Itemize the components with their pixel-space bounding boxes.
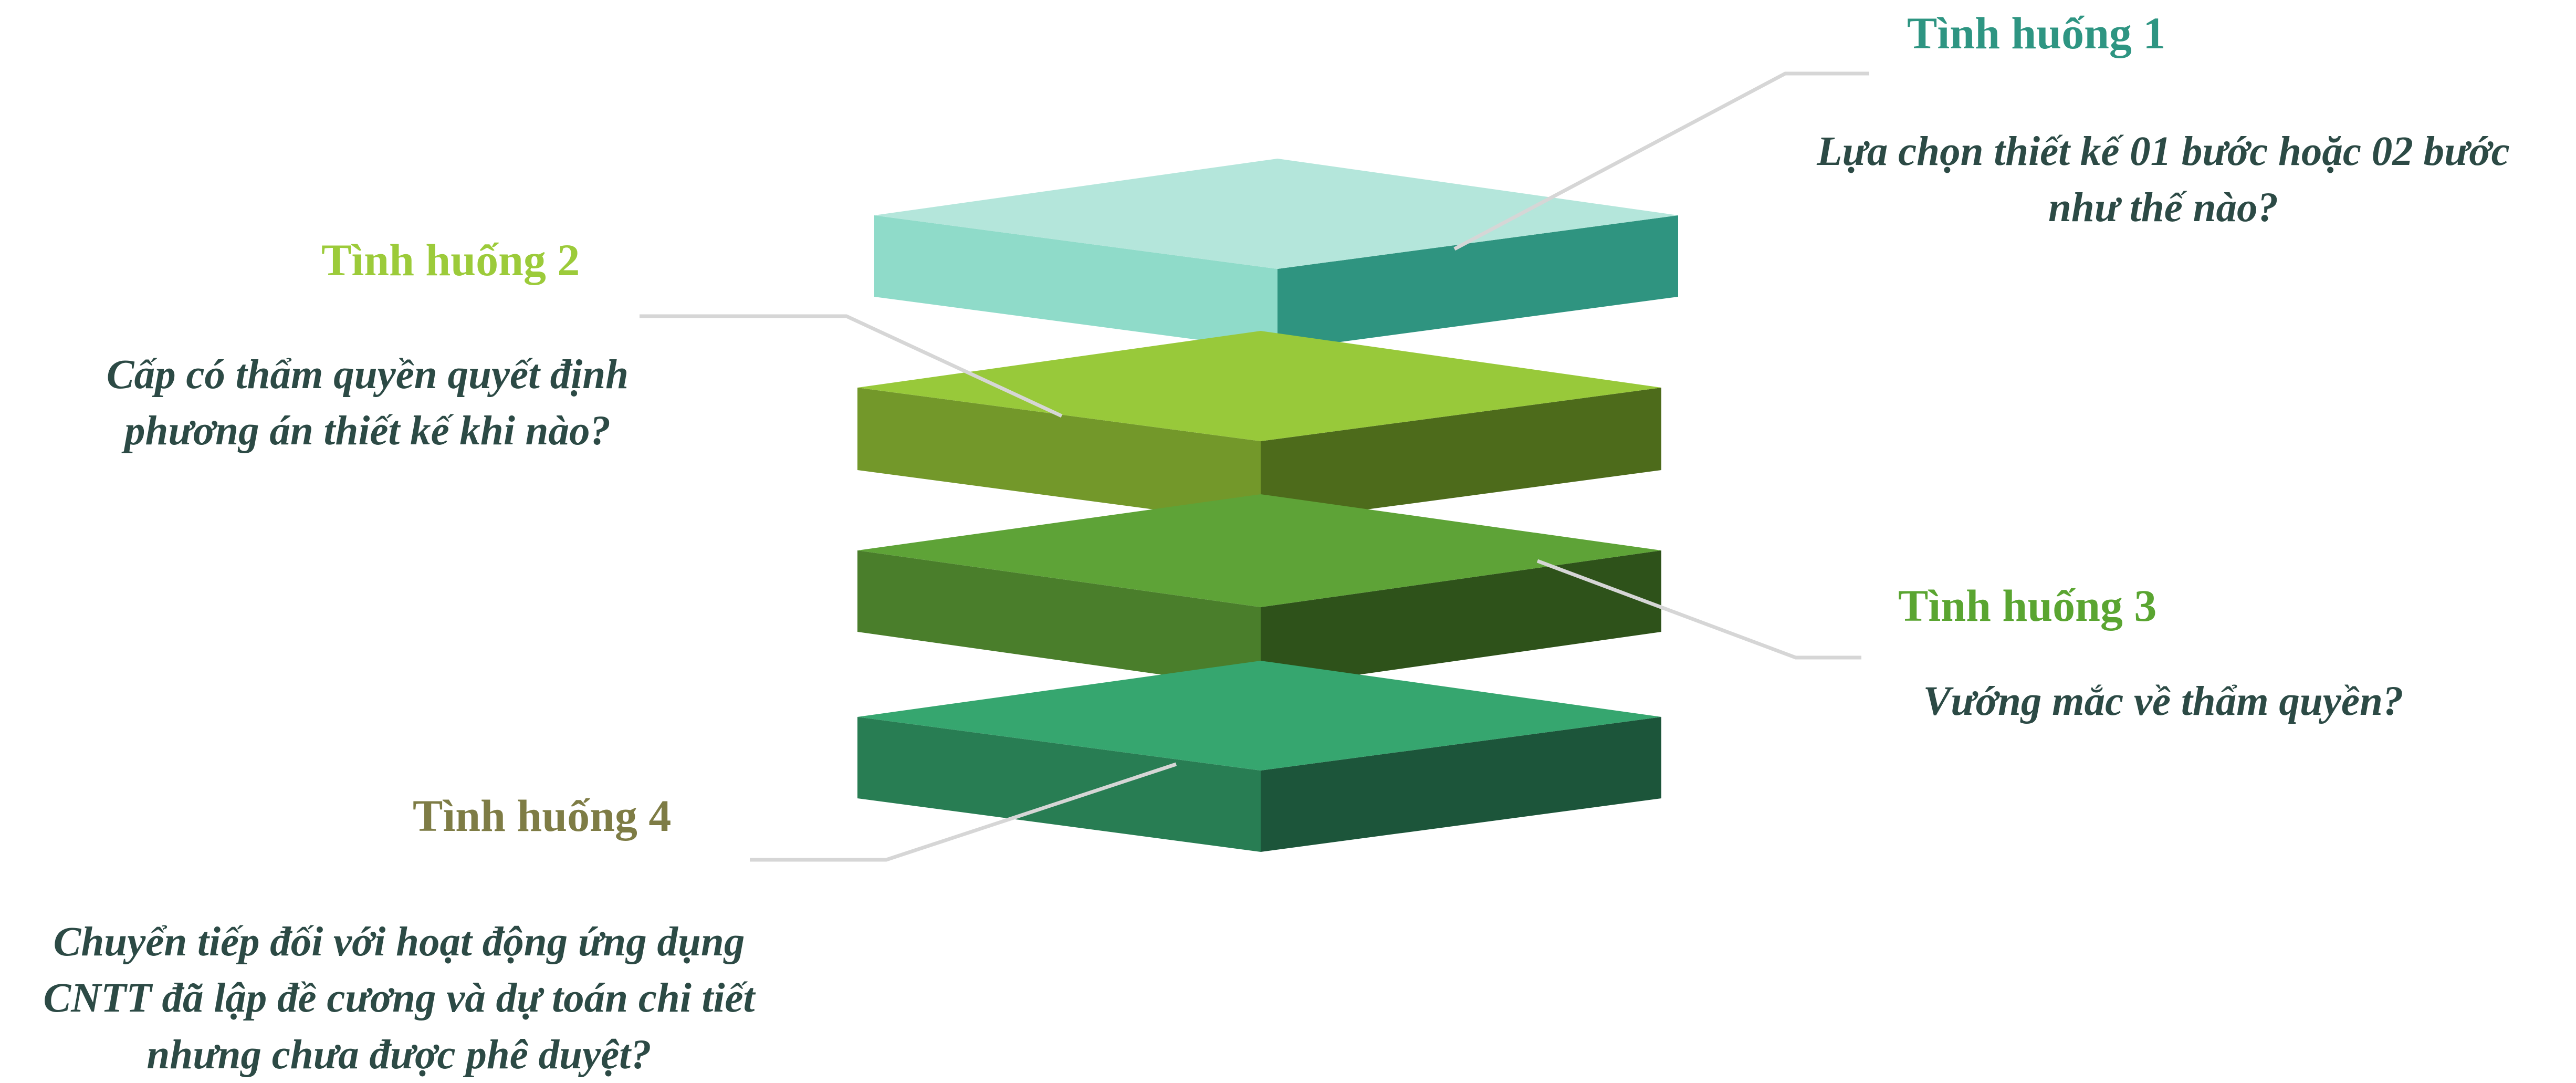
item-1-description: Lựa chọn thiết kế 01 bước hoặc 02 bước n… xyxy=(1748,123,2576,236)
item-2-description: Cấp có thẩm quyền quyết định phương án t… xyxy=(42,347,693,460)
item-4-title: Tình huống 4 xyxy=(413,790,672,841)
connector-line-4 xyxy=(750,762,1177,862)
item-4-line-1: Chuyển tiếp đối với hoạt động ứng dụng xyxy=(53,919,745,965)
item-3-title: Tình huống 3 xyxy=(1898,580,2157,631)
layer-1-right-face xyxy=(1277,215,1678,350)
item-2-title: Tình huống 2 xyxy=(321,235,580,285)
layer-4-right-face xyxy=(1261,717,1661,852)
item-1-line-1: Lựa chọn thiết kế 01 bước hoặc 02 bước xyxy=(1817,129,2510,174)
layer-1-left-face xyxy=(874,215,1277,350)
layer-2-left-face xyxy=(857,388,1261,524)
item-4-line-3: nhưng chưa được phê duyệt? xyxy=(146,1032,652,1078)
item-1-line-2: như thế nào? xyxy=(2048,185,2279,231)
connector-line-3 xyxy=(1536,559,1861,660)
layer-3-top-face xyxy=(857,494,1661,607)
layer-3-right-face xyxy=(1261,550,1661,689)
connector-line-1 xyxy=(1453,71,1869,251)
connector-line-2 xyxy=(640,314,1063,418)
layer-4 xyxy=(857,661,1661,852)
item-1-title: Tình huống 1 xyxy=(1907,8,2166,58)
layer-4-top-face xyxy=(857,661,1661,770)
item-4-line-2: CNTT đã lập đề cương và dự toán chi tiết xyxy=(43,975,755,1022)
layer-slabs xyxy=(857,159,1678,852)
item-3-description: Vướng mắc về thẩm quyền? xyxy=(1859,673,2468,730)
item-2-line-2: phương án thiết kế khi nào? xyxy=(124,408,611,454)
item-2-line-1: Cấp có thẩm quyền quyết định xyxy=(106,352,629,398)
connector-lines xyxy=(640,71,1869,862)
layer-3-left-face xyxy=(857,550,1261,689)
layer-3 xyxy=(857,494,1661,689)
item-4-description: Chuyển tiếp đối với hoạt động ứng dụng C… xyxy=(0,914,798,1083)
layer-4-left-face xyxy=(857,717,1261,852)
layer-1-top-face xyxy=(874,159,1678,269)
layer-1 xyxy=(874,159,1678,350)
item-3-line-1: Vướng mắc về thẩm quyền? xyxy=(1923,679,2404,724)
layer-2-right-face xyxy=(1261,388,1661,524)
